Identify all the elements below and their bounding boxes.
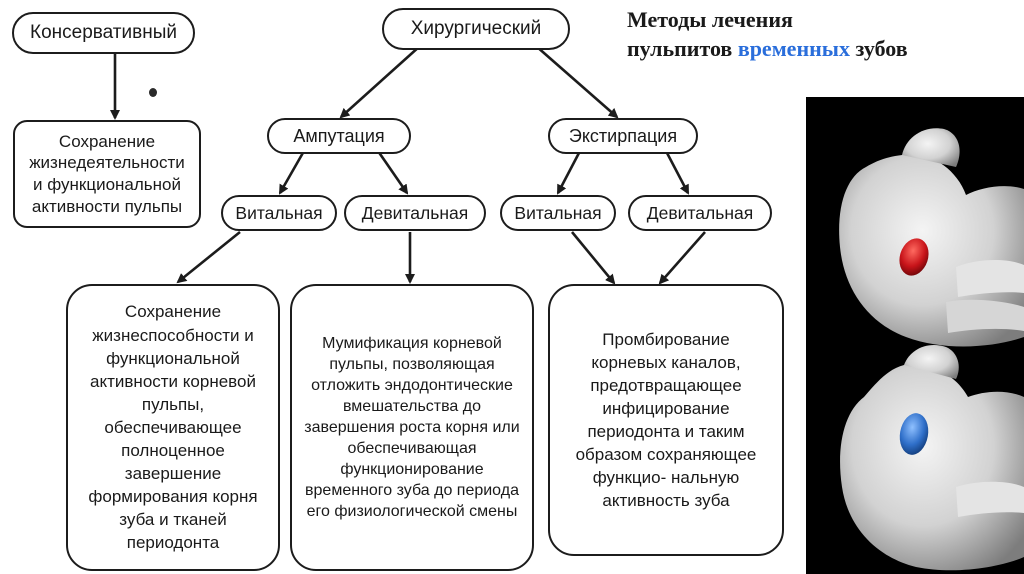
hands-pills-photo — [806, 97, 1024, 574]
node-conservative: Консервативный — [12, 12, 195, 54]
arrow-extirpation-to-devital — [664, 150, 690, 195]
arrow-ext-devital-to-result — [658, 231, 706, 285]
title-line-2-post: зубов — [849, 35, 908, 61]
red-pill — [899, 238, 929, 276]
arrow-amputation-to-devital — [376, 150, 409, 195]
ink-speck — [149, 88, 157, 97]
lower-hand — [840, 345, 1024, 571]
node-extirpation-vital: Витальная — [500, 195, 616, 231]
arrow-ext-vital-to-result — [570, 231, 616, 285]
node-amputation-vital: Витальная — [221, 195, 337, 231]
node-conservative-result: Сохранение жизнедеятельности и функциона… — [13, 120, 201, 228]
node-devital-result: Мумификация корневой пульпы, позволяющая… — [290, 284, 534, 571]
title-line-2-pre: пульпитов — [627, 35, 738, 61]
arrow-amputation-to-vital — [278, 150, 306, 195]
node-vital-result: Сохранение жизнеспособности и функционал… — [66, 284, 280, 571]
arrow-extirpation-to-vital — [556, 150, 582, 195]
blue-pill — [899, 413, 929, 455]
title-accent-word: временных — [737, 35, 850, 61]
node-amputation-devital: Девитальная — [344, 195, 486, 231]
arrow-amp-vital-to-result — [176, 230, 241, 284]
node-extirpation-devital: Девитальная — [628, 195, 772, 231]
node-surgical: Хирургический — [382, 8, 570, 50]
title-line-2: пульпитов временных зубов — [627, 35, 908, 64]
arrow-surgical-to-extirpation — [535, 45, 619, 119]
node-amputation: Ампутация — [267, 118, 411, 154]
title-line-1: Методы лечения — [627, 7, 793, 32]
upper-hand — [839, 128, 1024, 347]
node-extirpation-result: Промбирование корневых каналов, предотвр… — [548, 284, 784, 556]
arrow-surgical-to-amputation — [339, 45, 421, 119]
node-extirpation: Экстирпация — [548, 118, 698, 154]
slide-title: Методы лечения пульпитов временных зубов — [627, 6, 908, 63]
